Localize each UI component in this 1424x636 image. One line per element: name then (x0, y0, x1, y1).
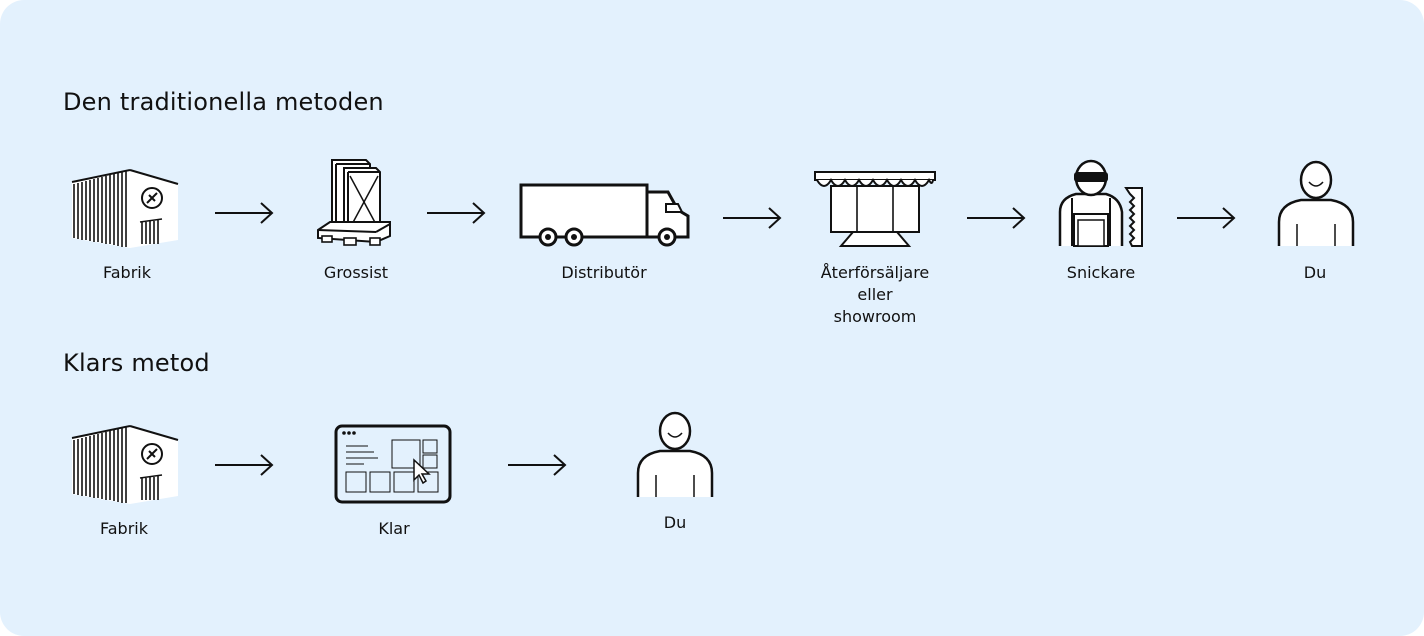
arrow-icon (1177, 207, 1236, 229)
arrow-icon (215, 202, 274, 224)
step-label-klar: Klar (378, 519, 410, 538)
section-title-klar: Klars metod (63, 349, 210, 377)
truck-icon (519, 183, 690, 247)
step-label-distributor: Distributör (561, 263, 647, 282)
section-title-traditional: Den traditionella metoden (63, 88, 384, 116)
pallet-icon (317, 159, 391, 246)
factory-icon (71, 425, 179, 504)
arrow-icon (723, 207, 782, 229)
step-label-snickare: Snickare (1066, 263, 1136, 282)
carpenter-icon (1058, 159, 1143, 247)
arrow-icon (215, 454, 274, 476)
step-label-grossist: Grossist (323, 263, 389, 282)
factory-icon (71, 169, 179, 248)
arrow-icon (967, 207, 1026, 229)
tablet-icon (334, 424, 452, 504)
step-label-du: Du (1303, 263, 1327, 282)
step-label-retailer: Återförsäljare eller showroom (820, 263, 930, 326)
arrow-icon (508, 454, 567, 476)
arrow-icon (427, 202, 486, 224)
step-label-fabrik-2: Fabrik (100, 519, 148, 538)
storefront-icon (814, 171, 936, 247)
person-icon (1277, 160, 1355, 246)
person-icon (636, 411, 714, 497)
step-label-fabrik: Fabrik (103, 263, 151, 282)
step-label-du-2: Du (663, 513, 687, 532)
